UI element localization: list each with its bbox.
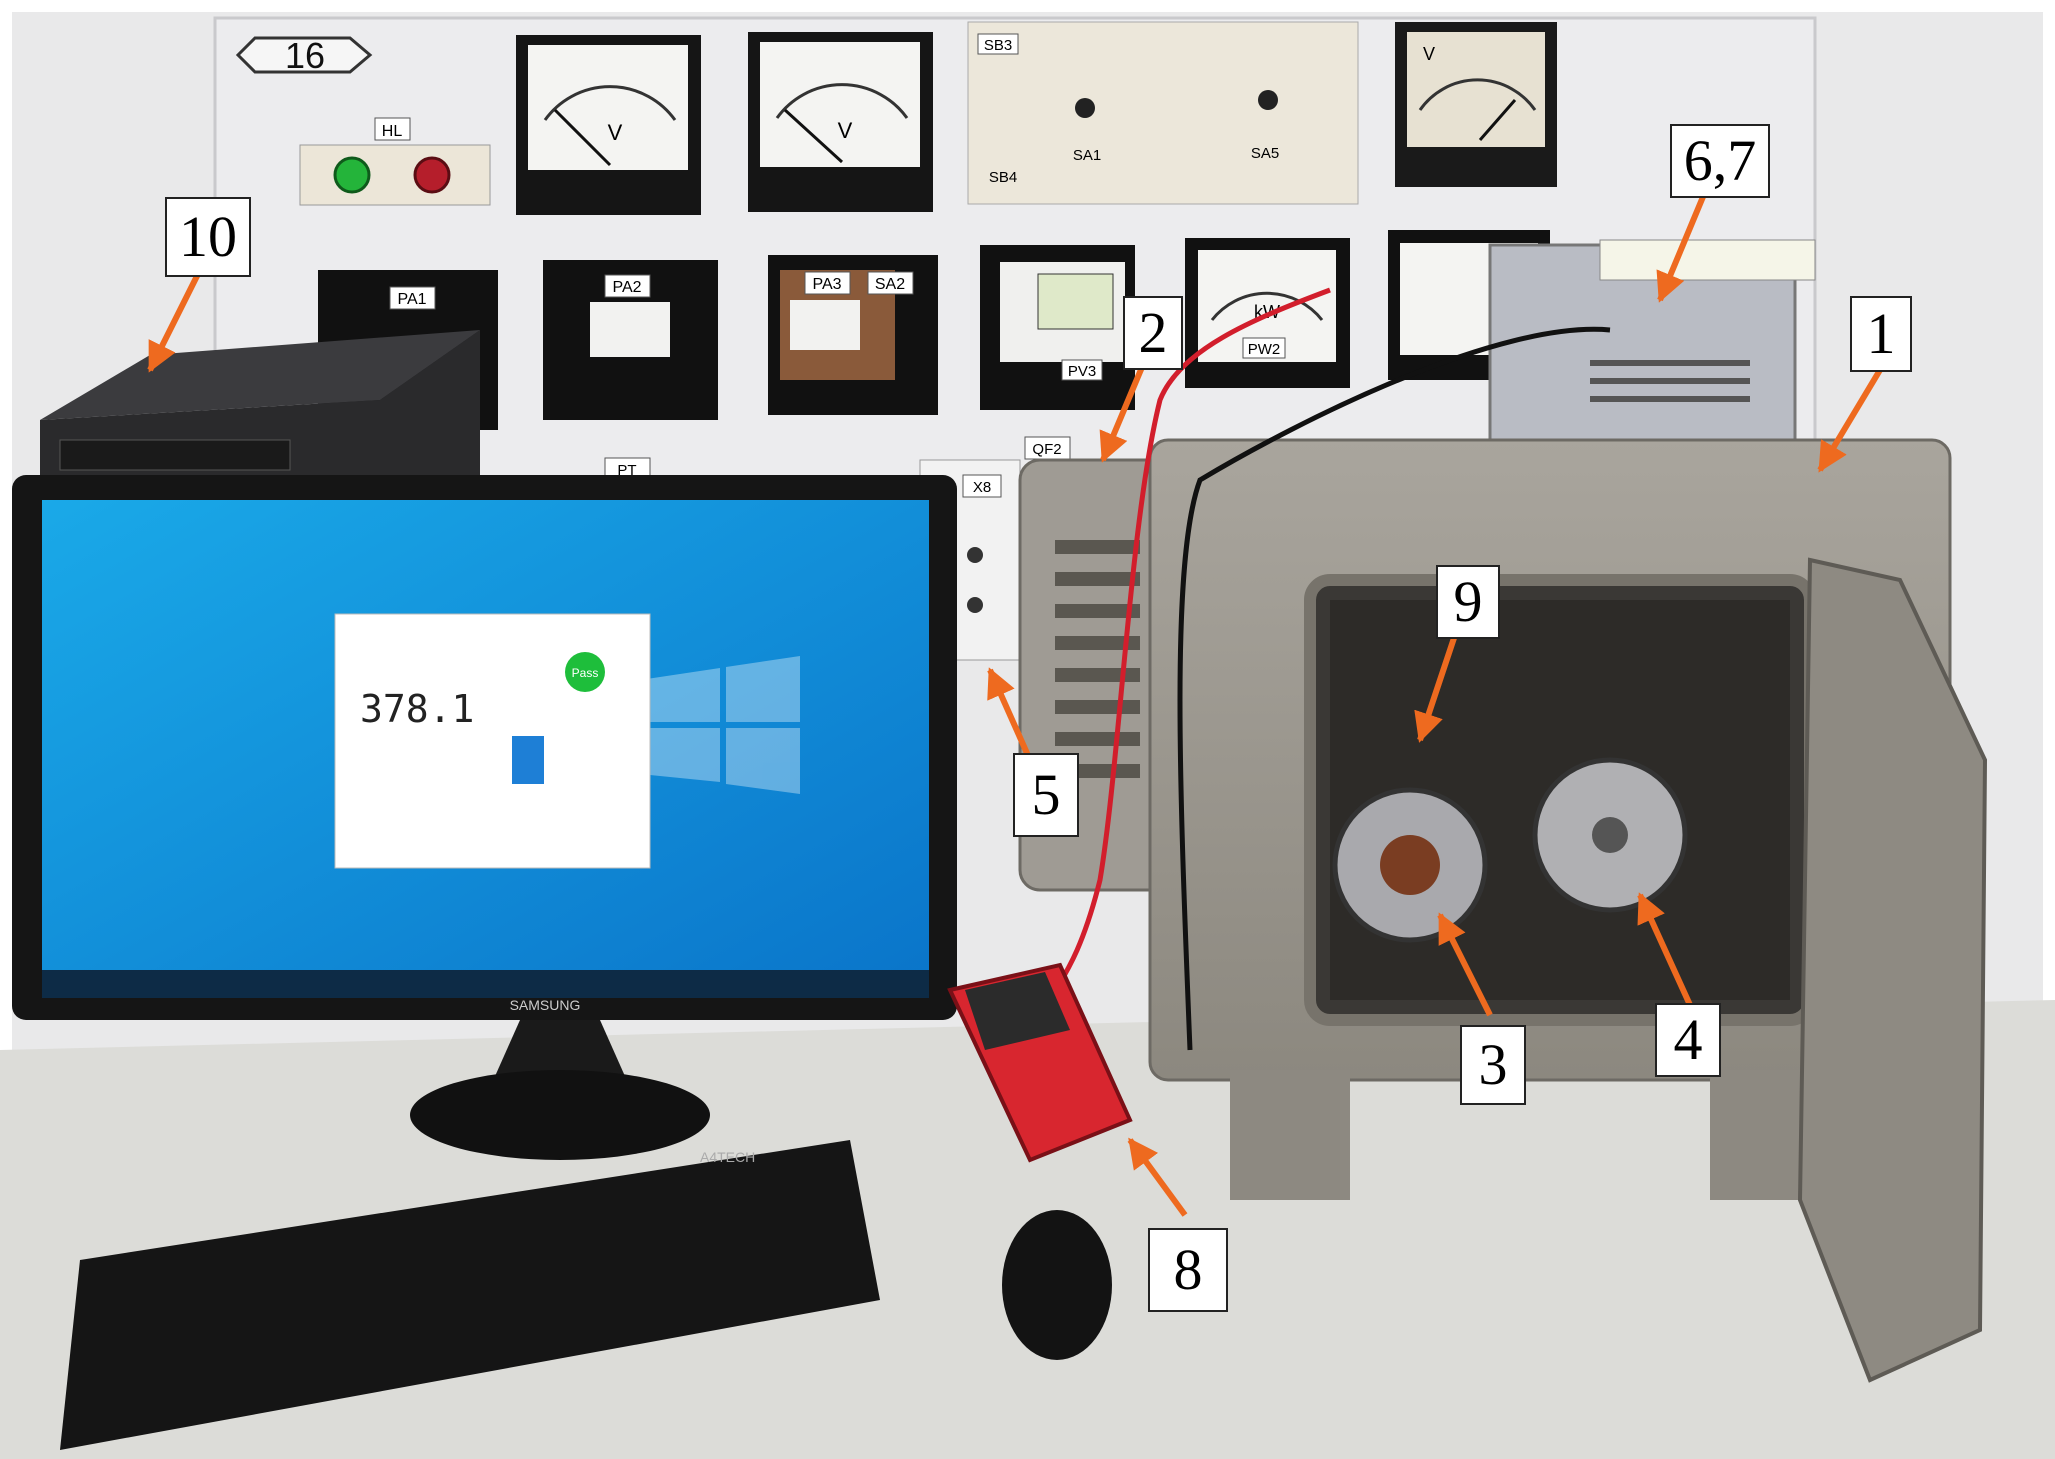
switch-panel: SB3 SB4 SA1 SA5 [967, 21, 1359, 205]
red-lamp [413, 156, 451, 194]
voltmeter-pv3: PV3 [980, 245, 1135, 410]
callout-label-2: 2 [1123, 296, 1183, 370]
svg-text:X8: X8 [973, 479, 991, 496]
arrow-5 [987, 667, 1033, 762]
mouse [1002, 1210, 1112, 1360]
hl-label: HL [382, 123, 403, 140]
svg-text:PW2: PW2 [1248, 341, 1281, 358]
power-supply-box [1488, 239, 1816, 447]
callout-label-1: 1 [1850, 296, 1912, 372]
arrow-4 [1637, 892, 1693, 1007]
svg-text:PA1: PA1 [397, 291, 426, 308]
svg-text:SB3: SB3 [984, 37, 1012, 54]
arrow-2 [1099, 358, 1148, 463]
callout-label-9: 9 [1436, 565, 1500, 639]
taskbar [42, 970, 929, 998]
arrow-9 [1414, 619, 1463, 743]
callout-arrows [147, 178, 1883, 1217]
monitor-brand: SAMSUNG [510, 997, 581, 1013]
svg-text:SA2: SA2 [875, 276, 905, 293]
plate-number: 16 [285, 35, 325, 76]
drying-oven [1018, 438, 1988, 1383]
pass-indicator [565, 652, 605, 692]
multimeter-8 [947, 962, 1133, 1163]
callout-label-5: 5 [1013, 753, 1079, 837]
ammeter-pa2: PA2 [543, 260, 718, 420]
voltmeter-1: V [516, 35, 701, 215]
svg-text:V: V [1423, 44, 1435, 64]
black-wire [1177, 326, 1611, 1051]
svg-text:V: V [838, 118, 853, 143]
green-lamp [333, 156, 371, 194]
svg-text:SA5: SA5 [1251, 145, 1279, 162]
svg-text:QF2: QF2 [1032, 441, 1061, 458]
keyboard: A4TECH [60, 1140, 880, 1450]
panel-plate: 16 [235, 35, 373, 76]
callout-label-8: 8 [1148, 1228, 1228, 1312]
arrow-1 [1817, 368, 1883, 473]
svg-text:PA3: PA3 [812, 276, 841, 293]
ammeter-pa3: PA3 SA2 [768, 255, 938, 415]
voltmeter-3: V [1395, 22, 1557, 187]
svg-text:PT: PT [617, 462, 636, 479]
svg-text:SB4: SB4 [989, 169, 1017, 186]
callout-label-4: 4 [1655, 1003, 1721, 1077]
app-reading: 378.1 [360, 687, 474, 731]
windows-logo [640, 656, 800, 794]
arrow-10 [147, 268, 203, 373]
monitor: 378.1 Pass SAMSUNG [12, 475, 957, 1160]
callout-label-10: 10 [165, 197, 251, 277]
svg-text:A4TECH: A4TECH [700, 1149, 755, 1165]
svg-text:PV3: PV3 [1068, 363, 1096, 380]
svg-text:Pass: Pass [572, 666, 599, 680]
callout-label-67: 6,7 [1670, 124, 1770, 198]
callout-label-3: 3 [1460, 1025, 1526, 1105]
svg-text:PA2: PA2 [612, 279, 641, 296]
arrow-67 [1656, 178, 1713, 303]
indicator-lamps: HL [299, 117, 491, 206]
red-wire [1047, 287, 1331, 1002]
svg-text:SA1: SA1 [1073, 147, 1101, 164]
app-window [334, 613, 651, 869]
monitor-stand [410, 1070, 710, 1160]
arrow-3 [1437, 912, 1493, 1017]
arrow-8 [1127, 1137, 1188, 1217]
voltmeter-2: V [748, 32, 933, 212]
svg-text:V: V [608, 120, 623, 145]
